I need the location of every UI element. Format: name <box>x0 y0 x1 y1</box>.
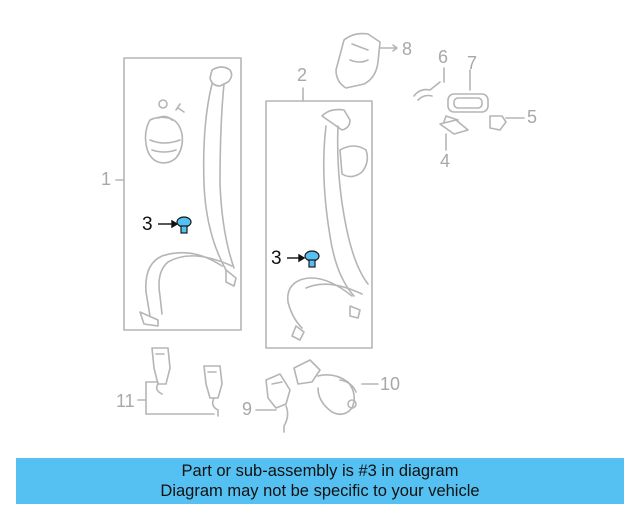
part-11-drawing <box>137 347 223 417</box>
belt-2-drawing <box>286 108 369 341</box>
diagram-drawing <box>115 32 525 433</box>
leader-3b-arrow <box>298 253 306 263</box>
callout-8: 8 <box>402 39 413 59</box>
callout-3a: 3 <box>142 214 153 235</box>
callout-11: 11 <box>116 391 135 411</box>
leader-3a-arrow <box>171 219 179 229</box>
assembly-2-box <box>265 100 373 349</box>
callout-7: 7 <box>467 53 478 73</box>
part-6-drawing <box>413 67 445 101</box>
part-10-drawing <box>293 359 379 416</box>
callout-3b: 3 <box>271 248 282 269</box>
part-8-drawing <box>335 32 398 89</box>
callout-10: 10 <box>380 374 401 394</box>
banner-line-disclaimer: Diagram may not be specific to your vehi… <box>160 482 480 500</box>
part-9-drawing <box>255 373 291 433</box>
retractor-1-drawing <box>144 99 185 164</box>
callout-9: 9 <box>242 399 253 419</box>
part-7-drawing <box>447 69 489 113</box>
part-3-bolt-b <box>304 250 320 268</box>
part-3-bolt-a <box>176 216 192 234</box>
parts-diagram: 1 2 3 3 4 5 6 7 8 9 10 11 <box>101 32 538 433</box>
callout-1: 1 <box>101 169 112 189</box>
belt-1-drawing <box>139 66 237 327</box>
callout-6: 6 <box>438 47 449 67</box>
part-4-drawing <box>439 115 469 151</box>
assembly-1-box <box>123 57 242 331</box>
callout-2: 2 <box>297 65 308 85</box>
part-5-drawing <box>489 115 525 131</box>
callout-5: 5 <box>527 107 538 127</box>
banner-line-part: Part or sub-assembly is #3 in diagram <box>181 462 459 480</box>
callout-4: 4 <box>440 151 451 171</box>
info-banner: Part or sub-assembly is #3 in diagram Di… <box>16 458 624 504</box>
